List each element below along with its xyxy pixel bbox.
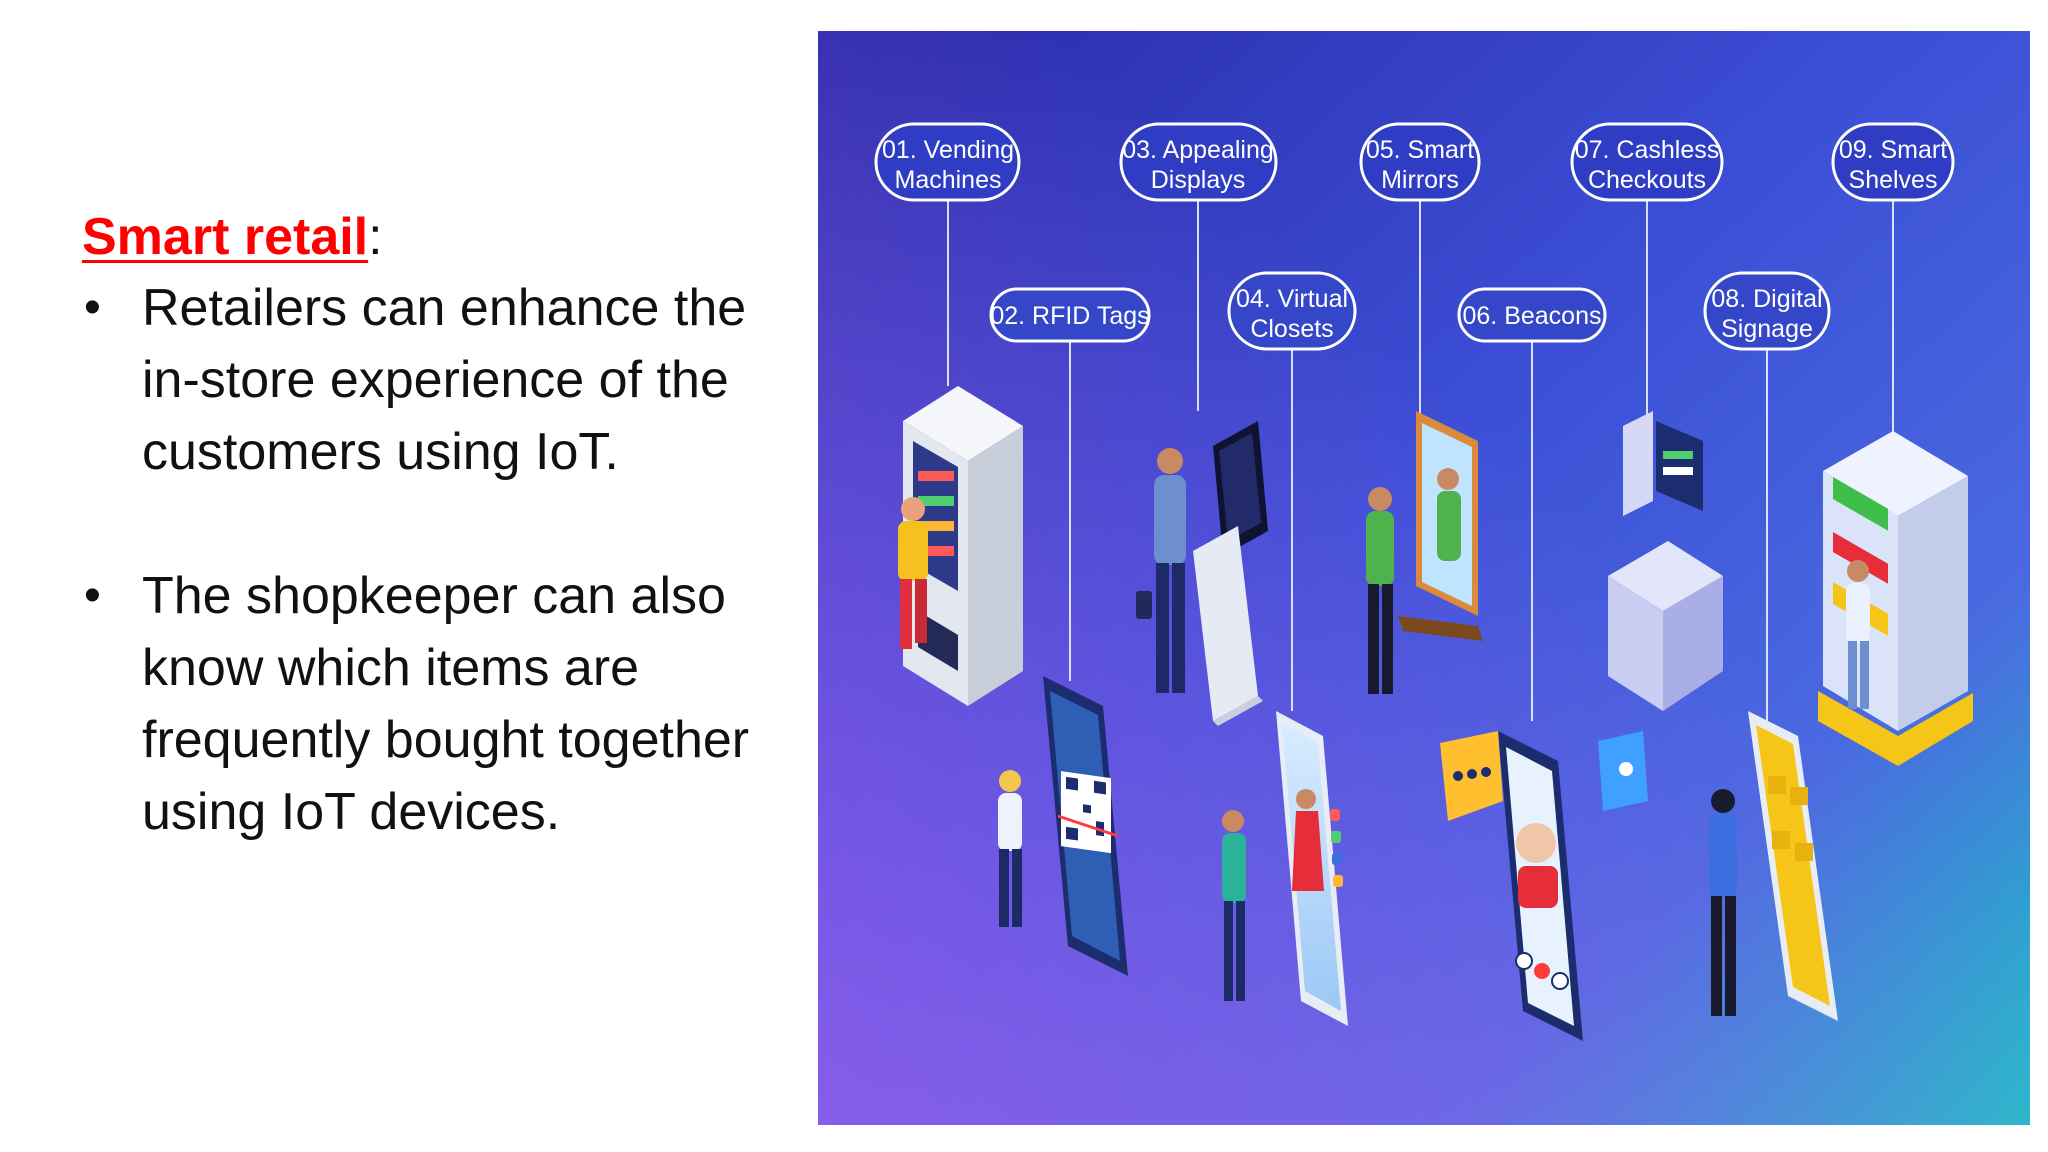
- contact-card-icon: [1598, 731, 1648, 811]
- person-kiosk-icon: [1136, 448, 1186, 693]
- svg-text:02. RFID Tags: 02. RFID Tags: [990, 302, 1149, 330]
- kiosk-icon: [1193, 421, 1268, 726]
- label-03-appealing-displays: 03. Appealing Displays: [1119, 122, 1278, 202]
- bullet-text: The shopkeeper can also know which items…: [142, 567, 750, 842]
- label-04-virtual-closets: 04. Virtual Closets: [1227, 271, 1357, 351]
- infographic-svg: 01. Vending Machines 02. RFID Tags 03. A…: [818, 31, 2030, 1125]
- bullet-item: • Retailers can enhance the in-store expe…: [82, 272, 802, 488]
- person-vending-icon: [898, 497, 928, 649]
- person-rfid-icon: [998, 770, 1022, 927]
- heading-colon: :: [368, 208, 383, 266]
- person-closet-icon: [1222, 810, 1246, 1001]
- svg-text:09. Smart: 09. Smart: [1839, 136, 1947, 164]
- svg-text:Mirrors: Mirrors: [1381, 166, 1459, 194]
- bullet-dot-icon: •: [84, 569, 101, 623]
- svg-text:04. Virtual: 04. Virtual: [1236, 285, 1348, 313]
- smart-shelves-icon: [1818, 431, 1973, 766]
- slide-heading: Smart retail:: [82, 206, 802, 268]
- cashless-checkout-icon: [1608, 411, 1723, 711]
- smart-mirror-icon: [1398, 411, 1483, 641]
- smart-retail-infographic: 01. Vending Machines 02. RFID Tags 03. A…: [818, 31, 2030, 1125]
- svg-text:Closets: Closets: [1250, 315, 1333, 343]
- svg-text:06. Beacons: 06. Beacons: [1463, 302, 1602, 330]
- person-signage-icon: [1709, 789, 1737, 1016]
- virtual-closet-phone-icon: [1276, 711, 1348, 1026]
- svg-text:Displays: Displays: [1151, 166, 1245, 194]
- bullet-list: • Retailers can enhance the in-store expe…: [82, 272, 802, 848]
- svg-text:01. Vending: 01. Vending: [882, 136, 1014, 164]
- label-08-digital-signage: 08. Digital Signage: [1703, 271, 1831, 351]
- label-01-vending-machines: 01. Vending Machines: [874, 122, 1021, 202]
- label-05-smart-mirrors: 05. Smart Mirrors: [1359, 122, 1481, 202]
- svg-text:Shelves: Shelves: [1849, 166, 1938, 194]
- bullet-item: • The shopkeeper can also know which item…: [82, 560, 802, 848]
- rfid-phone-icon: [1043, 676, 1128, 976]
- svg-text:Signage: Signage: [1721, 315, 1813, 343]
- svg-text:07. Cashless: 07. Cashless: [1575, 136, 1720, 164]
- person-shelves-icon: [1846, 560, 1870, 709]
- label-06-beacons: 06. Beacons: [1457, 287, 1607, 343]
- text-column: Smart retail: • Retailers can enhance the…: [82, 206, 802, 920]
- beacon-phone-icon: [1498, 731, 1583, 1041]
- label-02-rfid-tags: 02. RFID Tags: [989, 287, 1151, 343]
- label-07-cashless-checkouts: 07. Cashless Checkouts: [1570, 122, 1724, 202]
- label-09-smart-shelves: 09. Smart Shelves: [1831, 122, 1955, 202]
- bullet-dot-icon: •: [84, 281, 101, 335]
- person-mirror-icon: [1366, 487, 1394, 694]
- digital-signage-icon: [1748, 711, 1838, 1021]
- svg-text:Checkouts: Checkouts: [1588, 166, 1706, 194]
- chat-bubble-icon: [1440, 731, 1503, 821]
- svg-text:05. Smart: 05. Smart: [1366, 136, 1474, 164]
- bullet-text: Retailers can enhance the in-store exper…: [142, 279, 747, 482]
- svg-text:Machines: Machines: [895, 166, 1002, 194]
- svg-text:08. Digital: 08. Digital: [1711, 285, 1822, 313]
- heading-highlight: Smart retail: [82, 208, 369, 266]
- svg-text:03. Appealing: 03. Appealing: [1122, 136, 1274, 164]
- connector-lines: [947, 200, 1894, 731]
